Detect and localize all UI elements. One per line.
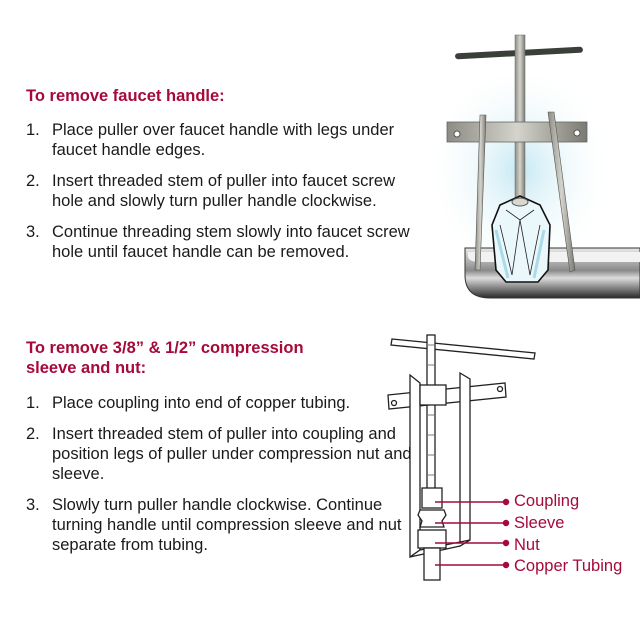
step-number: 3. [26,223,40,241]
step-text: Insert threaded stem of puller into fauc… [52,172,396,210]
section2-heading-line1: To remove 3/8” & 1/2” compression [26,339,304,357]
step-text: Continue threading stem slowly into fauc… [52,223,410,261]
label-coupling: Coupling [514,492,580,510]
section1-steps: 1. Place puller over faucet handle with l… [26,120,426,273]
step-text: Place puller over faucet handle with leg… [52,121,395,159]
step-text: Slowly turn puller handle clockwise. Con… [52,496,402,554]
step-number: 1. [26,121,40,139]
section2-step-1: 1. Place coupling into end of copper tubi… [26,393,416,413]
section1-step-2: 2. Insert threaded stem of puller into fa… [26,171,426,211]
faucet-handle-puller-illustration [425,34,640,299]
label-nut: Nut [514,536,540,554]
section1-step-3: 3. Continue threading stem slowly into fa… [26,222,426,262]
step-number: 2. [26,172,40,190]
section2-step-2: 2. Insert threaded stem of puller into co… [26,424,416,484]
step-text: Insert threaded stem of puller into coup… [52,425,412,483]
section2-steps: 1. Place coupling into end of copper tubi… [26,393,416,566]
label-copper-tubing: Copper Tubing [514,557,623,575]
section1-step-1: 1. Place puller over faucet handle with l… [26,120,426,160]
step-number: 3. [26,496,40,514]
label-sleeve: Sleeve [514,514,565,532]
section2-heading-line2: sleeve and nut: [26,359,147,377]
step-text: Place coupling into end of copper tubing… [52,394,351,412]
compression-sleeve-puller-diagram [387,334,536,581]
step-number: 2. [26,425,40,443]
section2-heading: To remove 3/8” & 1/2” compression sleeve… [26,338,366,378]
section2-step-3: 3. Slowly turn puller handle clockwise. C… [26,495,416,555]
section1-heading: To remove faucet handle: [26,87,225,105]
step-number: 1. [26,394,40,412]
